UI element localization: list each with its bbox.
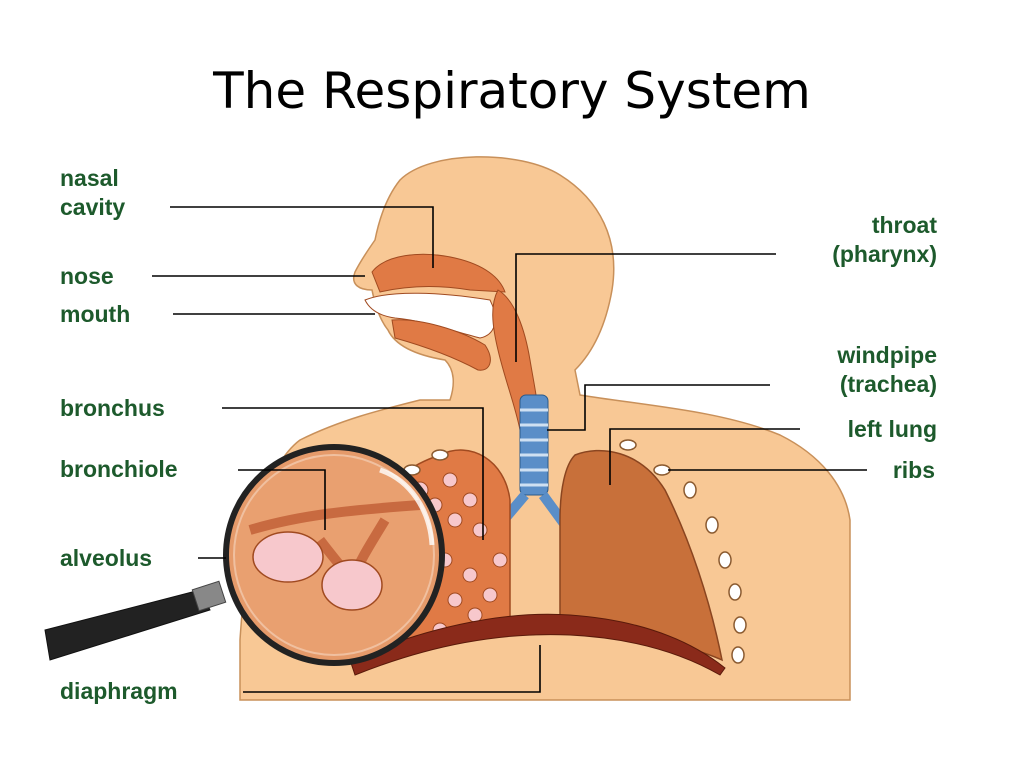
label-throat-line2: (pharynx) [832, 241, 937, 267]
label-left-lung: left lung [848, 416, 937, 442]
tongue-shape [391, 319, 491, 371]
label-bronchus: bronchus [60, 395, 165, 421]
label-windpipe-line1: windpipe [836, 342, 937, 368]
mouth-shape [364, 292, 496, 339]
diaphragm-shape [349, 613, 726, 676]
magnifying-glass [44, 444, 445, 666]
label-nose: nose [60, 263, 114, 289]
label-bronchiole: bronchiole [60, 456, 178, 482]
page-title: The Respiratory System [213, 62, 811, 120]
label-ribs: ribs [893, 457, 935, 483]
label-throat-line1: throat [872, 212, 938, 238]
label-alveolus: alveolus [60, 545, 152, 571]
label-nasal-cavity-line2: cavity [60, 194, 125, 220]
leader-lines [152, 206, 867, 693]
label-nasal-cavity-line1: nasal [60, 165, 119, 191]
nasal-cavity-shape [371, 253, 506, 293]
label-mouth: mouth [60, 301, 130, 327]
label-windpipe-line2: (trachea) [840, 371, 937, 397]
label-diaphragm: diaphragm [60, 678, 178, 704]
left-lung [559, 449, 724, 662]
